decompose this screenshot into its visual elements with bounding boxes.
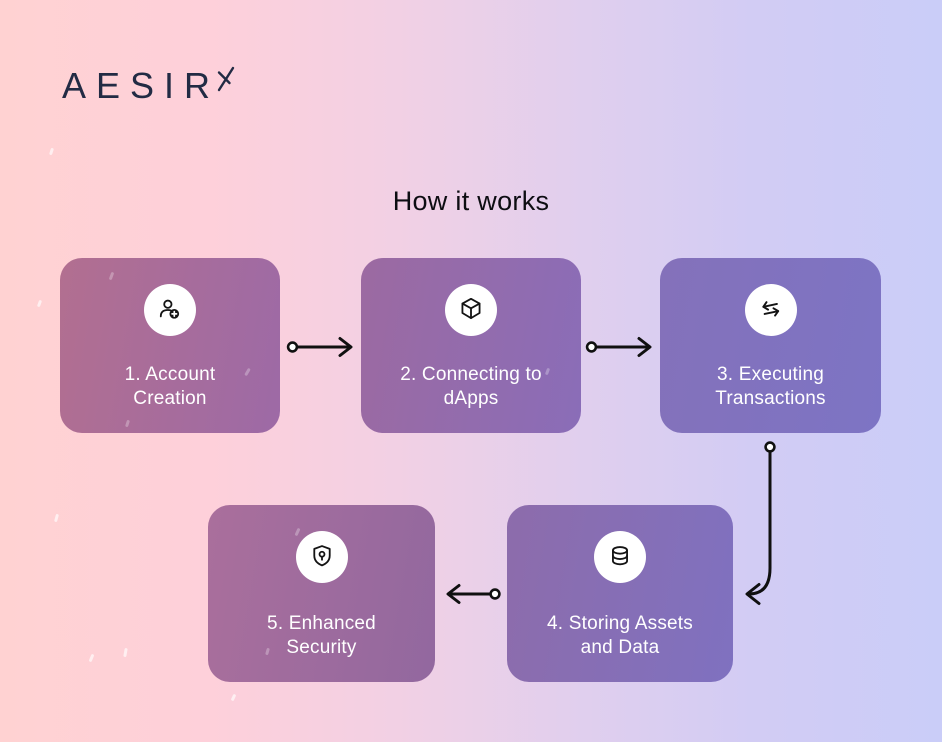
step-label-line2: Security	[286, 637, 357, 658]
step-card-account-creation: 1. Account Creation	[60, 258, 280, 433]
swap-arrows-icon	[744, 284, 797, 336]
arrow-step4-to-step5	[446, 584, 501, 604]
brand-name: AESIR	[62, 65, 221, 106]
step-label-line2: Transactions	[715, 388, 826, 409]
arrow-step1-to-step2	[286, 337, 353, 357]
step-label: 3. Executing Transactions	[660, 363, 881, 411]
sparkle-speck	[230, 693, 237, 702]
database-icon	[594, 531, 646, 583]
sparkle-speck	[54, 513, 59, 523]
brand-x-mark-icon	[216, 66, 236, 97]
step-label: 5. Enhanced Security	[208, 612, 435, 660]
step-label-line2: and Data	[580, 637, 660, 658]
brand-logo: AESIR	[62, 65, 236, 106]
sparkle-speck	[123, 647, 128, 658]
step-card-connecting-dapps: 2. Connecting to dApps	[361, 258, 581, 433]
user-add-icon	[144, 284, 196, 336]
sparkle-speck	[36, 299, 43, 308]
step-label-line2: dApps	[443, 388, 499, 409]
step-card-enhanced-security: 5. Enhanced Security	[208, 505, 435, 682]
step-label: 2. Connecting to dApps	[361, 363, 581, 411]
step-label-line1: 3. Executing	[717, 364, 824, 385]
step-label-line1: 1. Account	[124, 364, 216, 385]
sparkle-speck	[48, 147, 55, 156]
step-card-storing-assets: 4. Storing Assets and Data	[507, 505, 733, 682]
shield-keyhole-icon	[295, 531, 348, 583]
step-label-line2: Creation	[133, 388, 207, 409]
step-label-line1: 4. Storing Assets	[547, 613, 693, 634]
step-card-executing-transactions: 3. Executing Transactions	[660, 258, 881, 433]
cube-icon	[445, 284, 497, 336]
arrow-step3-to-step4	[745, 441, 776, 605]
step-label-line1: 2. Connecting to	[400, 364, 542, 385]
step-label: 1. Account Creation	[60, 363, 280, 411]
page-title: How it works	[392, 186, 550, 216]
step-label: 4. Storing Assets and Data	[507, 612, 733, 660]
sparkle-speck	[88, 653, 95, 663]
arrow-step2-to-step3	[585, 337, 652, 357]
step-label-line1: 5. Enhanced	[267, 613, 376, 634]
